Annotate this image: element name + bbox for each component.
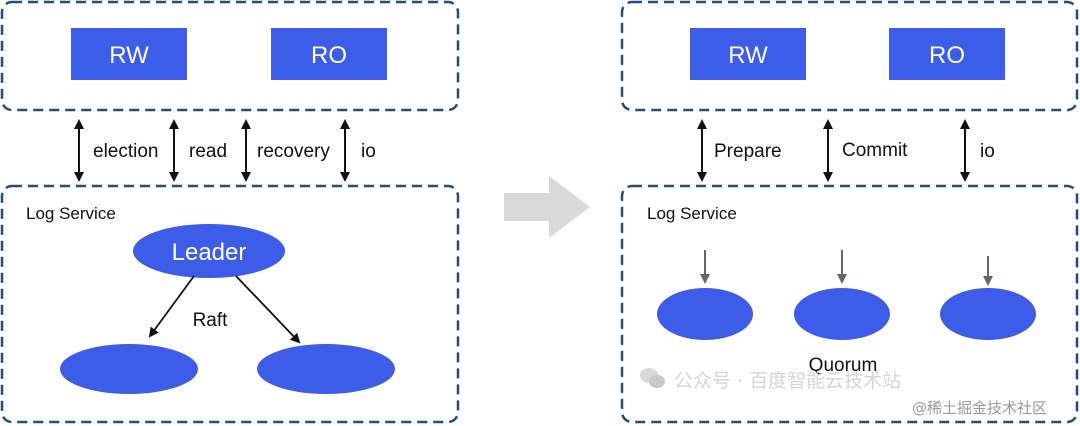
quorum-label: Quorum [809, 355, 878, 376]
left-log-service-box [0, 184, 460, 424]
left-log-service-title: Log Service [26, 204, 116, 223]
leader-node [133, 224, 285, 278]
right-io-label: io [980, 141, 995, 162]
left-compute-box [0, 0, 460, 112]
raft-arrow-left [148, 275, 195, 338]
raft-label: Raft [193, 310, 229, 331]
quorum-node-2 [794, 288, 890, 340]
left-recovery-label: recovery [257, 141, 330, 162]
left-read-label: read [189, 141, 227, 162]
transition-arrow [504, 176, 590, 238]
left-panel: RW RO election read recovery io Log Serv… [0, 0, 460, 424]
left-rw-label: RW [109, 42, 149, 69]
right-ro-node [889, 28, 1005, 80]
right-ro-label: RO [929, 42, 965, 69]
raft-arrow-right [235, 275, 301, 344]
right-panel: RW RO Prepare Commit io Log Service Quor… [620, 0, 1079, 424]
right-compute-box [620, 0, 1079, 112]
wechat-watermark-text: 公众号 · 百度智能云技术站 [674, 369, 902, 392]
wechat-logo-icon [640, 368, 666, 390]
quorum-node-3 [940, 288, 1036, 340]
left-ro-node [271, 28, 387, 80]
juejin-watermark: @稀土掘金技术社区 [912, 399, 1048, 417]
left-election-label: election [93, 141, 159, 162]
right-log-service-title: Log Service [647, 204, 737, 223]
quorum-node-1 [657, 288, 753, 340]
leader-label: Leader [172, 239, 247, 266]
follower-node-2 [257, 344, 395, 394]
right-log-service-box [620, 184, 1079, 424]
left-rw-node [71, 28, 187, 80]
follower-node-1 [60, 344, 198, 394]
right-prepare-label: Prepare [714, 141, 782, 162]
right-commit-label: Commit [842, 140, 908, 161]
right-rw-node [690, 28, 806, 80]
right-rw-label: RW [728, 42, 768, 69]
wechat-watermark: 公众号 · 百度智能云技术站 [640, 364, 901, 394]
left-ro-label: RO [311, 42, 347, 69]
left-io-label: io [361, 141, 376, 162]
